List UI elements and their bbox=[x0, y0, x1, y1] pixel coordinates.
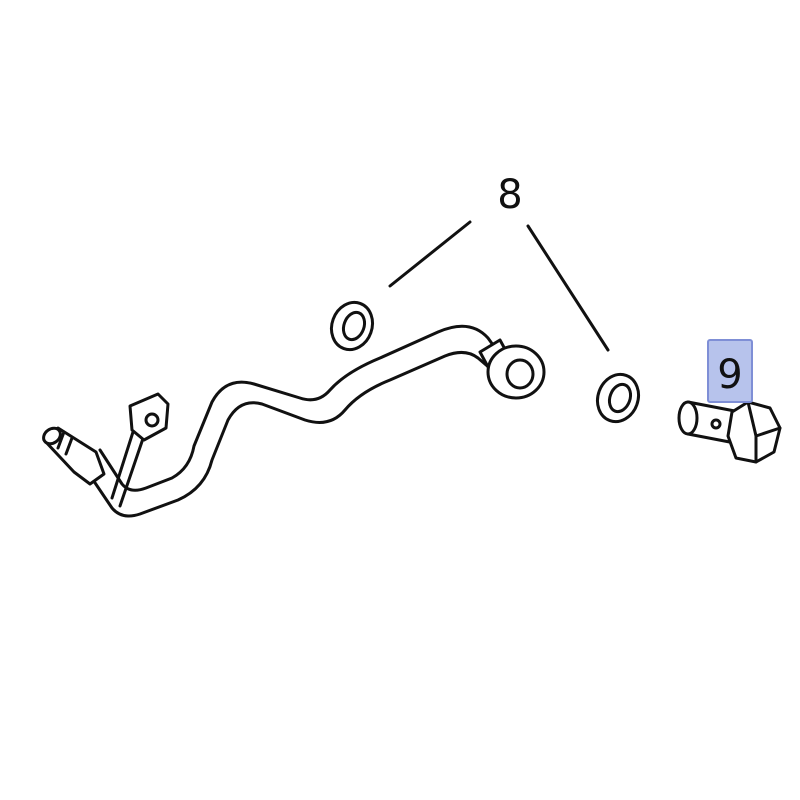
leader-8-left bbox=[388, 220, 472, 288]
washer-right-inner bbox=[607, 382, 633, 414]
leader-8-right bbox=[526, 224, 610, 352]
pipe-tube-inner bbox=[98, 324, 500, 492]
pipe-assembly[interactable] bbox=[41, 324, 546, 518]
bolt-shank-end bbox=[677, 400, 699, 436]
bracket-hole bbox=[144, 412, 160, 428]
washer-left-inner bbox=[341, 310, 367, 342]
callout-label-8: 8 bbox=[497, 172, 522, 218]
callout-highlight-9 bbox=[707, 339, 753, 403]
sealing-washer-right[interactable] bbox=[591, 369, 645, 428]
callout-label-9: 9 bbox=[717, 352, 742, 398]
bolt-cross-hole bbox=[710, 418, 722, 430]
pipe-end-cap bbox=[42, 426, 62, 446]
pipe-end-ribs bbox=[56, 430, 74, 456]
banjo-bolt[interactable] bbox=[677, 400, 782, 464]
bolt-hex-edges bbox=[746, 400, 782, 464]
sealing-washer-left[interactable] bbox=[325, 297, 379, 356]
banjo-bore bbox=[505, 358, 535, 390]
pipe-tube-outer bbox=[83, 351, 494, 518]
